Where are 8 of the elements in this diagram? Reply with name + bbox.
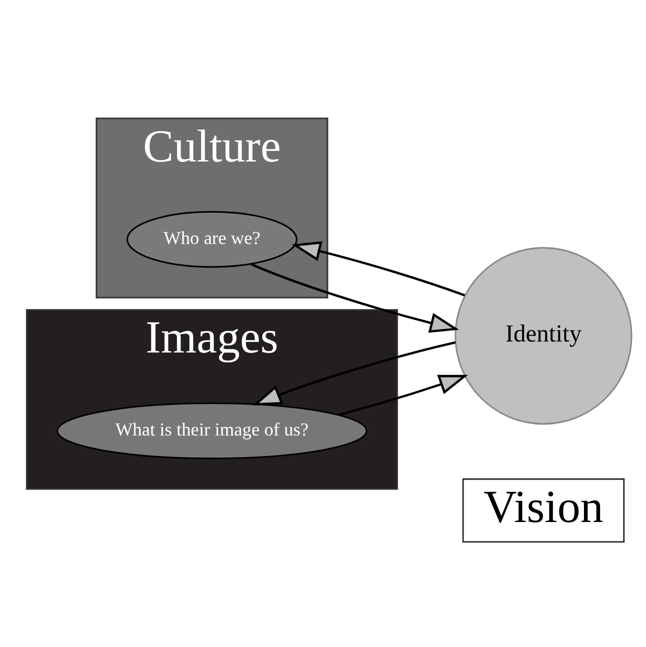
node-circle: Identity bbox=[454, 246, 632, 424]
arrow bbox=[250, 262, 460, 332]
node-box: Vision bbox=[462, 478, 625, 542]
arrow bbox=[252, 340, 456, 405]
node-ellipse: Who are we? bbox=[126, 210, 298, 268]
arrow bbox=[338, 374, 468, 416]
node-ellipse: What is their image of us? bbox=[56, 402, 368, 459]
arrow bbox=[292, 240, 466, 296]
